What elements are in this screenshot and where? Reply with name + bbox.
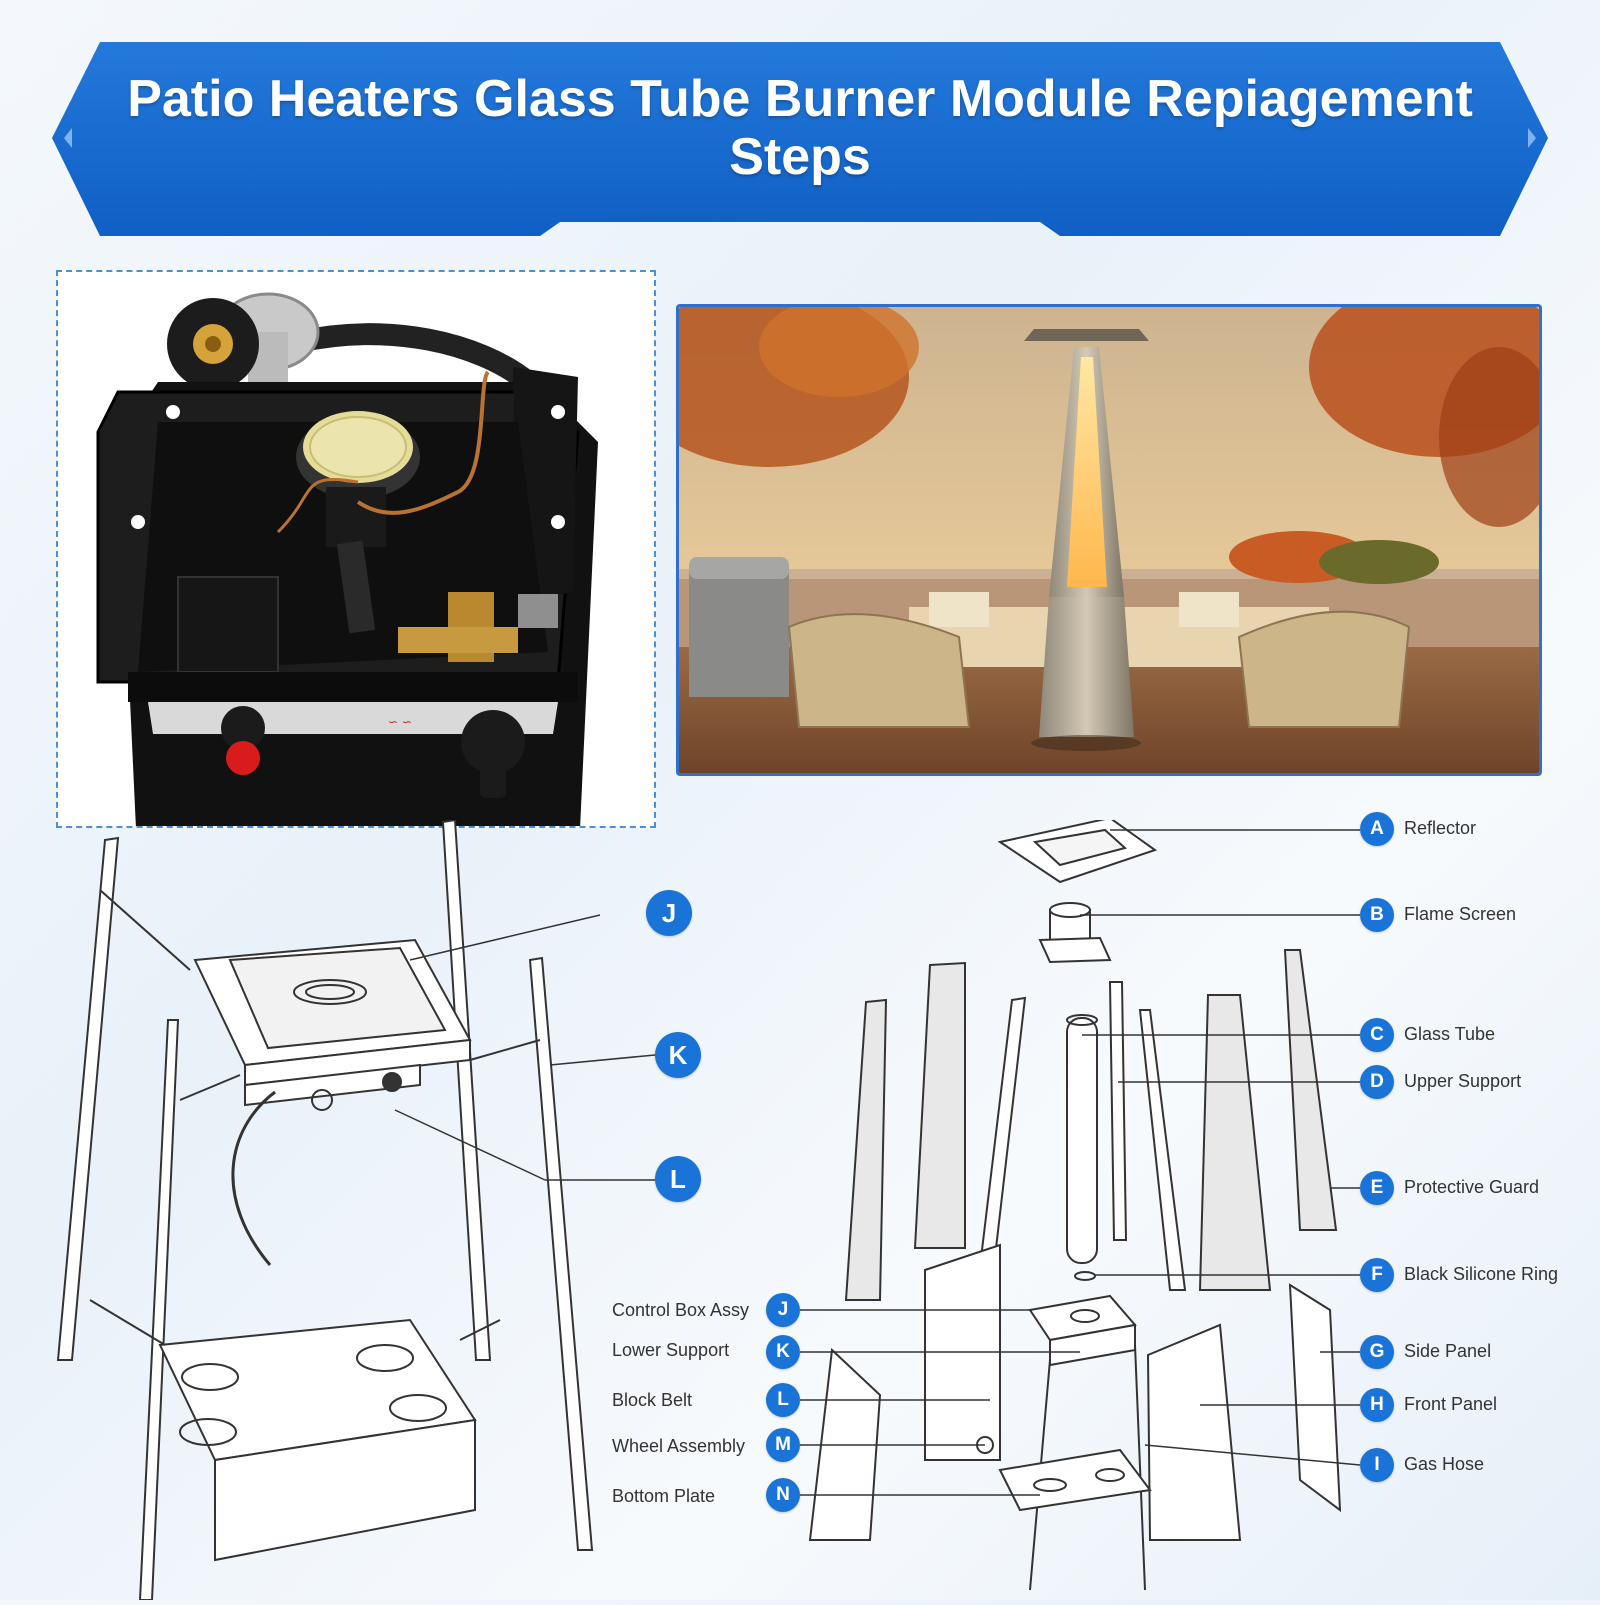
callout-label-side-panel: Side Panel [1404,1341,1492,1361]
exploded-diagrams: J K L A Reflector B Flame Screen C Glass… [0,791,1600,1601]
burner-module-photo: ∽ ∽ [56,270,656,872]
callout-label-control-box-assy: Control Box Assy [612,1300,750,1320]
diagram-linework [56,791,1361,1601]
callout-badge-k: K [766,1335,800,1369]
callout-badge-h: H [1360,1388,1394,1422]
callout-badge-a: A [1360,812,1394,846]
callout-label-reflector: Reflector [1404,818,1477,838]
banner-right-arrow-icon [1528,128,1536,148]
left-frame-diagram [56,818,656,1601]
callout-label-front-panel: Front Panel [1404,1394,1498,1414]
callout-label-black-silicone-ring: Black Silicone Ring [1404,1264,1559,1284]
right-exploded-diagram [800,791,1361,1591]
svg-text:∽ ∽: ∽ ∽ [388,715,412,729]
callout-label-gas-hose: Gas Hose [1404,1454,1485,1474]
callout-badge-j: J [766,1293,800,1327]
burner-module-illustration: ∽ ∽ [96,292,598,872]
callout-badge-c: C [1360,1018,1394,1052]
patio-scene-illustration [679,307,1539,773]
callout-label-upper-support: Upper Support [1404,1071,1522,1091]
callout-badge-f: F [1360,1258,1394,1292]
title-banner: Patio Heaters Glass Tube Burner Module R… [0,0,1600,260]
callout-label-glass-tube: Glass Tube [1404,1024,1496,1044]
title-line-1: Patio Heaters Glass Tube Burner Module R… [127,70,1473,128]
callout-badge-j-left: J [646,890,692,936]
callout-badge-k-left: K [655,1032,701,1078]
callout-badge-e: E [1360,1171,1394,1205]
page-title: Patio Heaters Glass Tube Burner Module R… [120,70,1480,186]
callout-label-protective-guard: Protective Guard [1404,1177,1540,1197]
callout-badge-l-left: L [655,1156,701,1202]
callout-label-flame-screen: Flame Screen [1404,904,1517,924]
callout-label-lower-support: Lower Support [612,1340,730,1360]
callout-label-block-belt: Block Belt [612,1390,693,1410]
callout-badge-d: D [1360,1065,1394,1099]
banner-shape [52,42,1548,236]
patio-heater-scene-photo [676,304,1542,776]
banner-left-arrow-icon [64,128,72,148]
callout-badge-g: G [1360,1335,1394,1369]
callout-badge-b: B [1360,898,1394,932]
callout-badge-m: M [766,1428,800,1462]
callout-badge-i: I [1360,1448,1394,1482]
callout-label-wheel-assembly: Wheel Assembly [612,1436,746,1456]
callout-label-bottom-plate: Bottom Plate [612,1486,716,1506]
callout-badge-l: L [766,1383,800,1417]
title-line-2: Steps [729,128,871,186]
callout-badge-n: N [766,1478,800,1512]
